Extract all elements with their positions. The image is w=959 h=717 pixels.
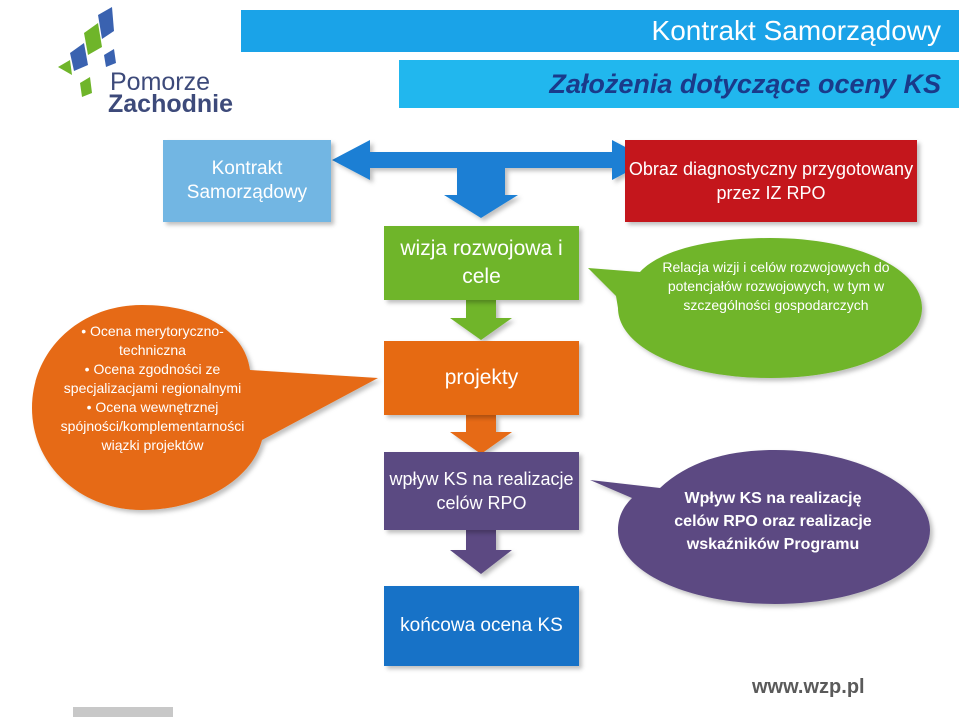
callout-item: Ocena wewnętrznej spójności/komplementar… <box>55 398 250 455</box>
kontrakt-box: Kontrakt Samorządowy <box>163 140 331 222</box>
footer-bar <box>73 707 173 717</box>
orange-callout-text: Ocena merytoryczno-techniczna Ocena zgod… <box>55 322 250 455</box>
green-down-arrow <box>450 300 512 340</box>
projekty-box: projekty <box>384 341 579 415</box>
website-link[interactable]: www.wzp.pl <box>752 676 865 698</box>
callout-item: Ocena merytoryczno-techniczna <box>55 322 250 360</box>
title-banner: Kontrakt Samorządowy <box>241 10 959 52</box>
page-subtitle: Założenia dotyczące oceny KS <box>549 68 941 99</box>
orange-down-arrow <box>450 415 512 454</box>
purple-callout-shape <box>590 450 930 604</box>
koncowa-ocena-box: końcowa ocena KS <box>384 586 579 666</box>
subtitle-banner: Założenia dotyczące oceny KS <box>399 60 959 108</box>
green-callout-text: Relacja wizji i celów rozwojowych do pot… <box>662 259 890 313</box>
wplyw-box: wpływ KS na realizacje celów RPO <box>384 452 579 530</box>
logo-text-pomorze: Pomorze <box>110 68 211 96</box>
page-title: Kontrakt Samorządowy <box>651 15 941 46</box>
wizja-box: wizja rozwojowa i cele <box>384 226 579 300</box>
logo-graphic <box>58 7 116 97</box>
purple-callout-text: Wpływ KS na realizację celów RPO oraz re… <box>674 490 872 553</box>
callout-item: Ocena zgodności ze specjalizacjami regio… <box>55 360 250 398</box>
obraz-diagnostyczny-box: Obraz diagnostyczny przygotowany przez I… <box>625 140 917 222</box>
double-arrow-shape <box>332 140 650 218</box>
purple-down-arrow <box>450 530 512 574</box>
logo-text-zachodnie: Zachodnie <box>108 90 234 118</box>
green-callout-shape <box>588 238 922 378</box>
